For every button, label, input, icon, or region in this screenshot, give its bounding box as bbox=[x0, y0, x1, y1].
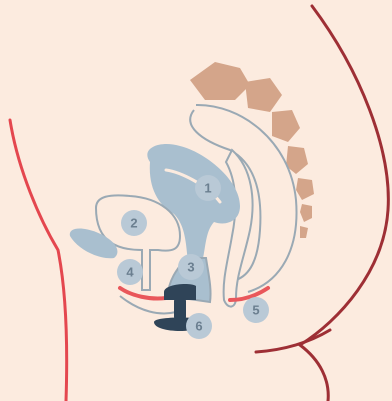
marker-6: 6 bbox=[186, 313, 212, 339]
device-stem bbox=[174, 298, 186, 320]
marker-1: 1 bbox=[195, 175, 221, 201]
marker-2: 2 bbox=[121, 210, 147, 236]
marker-5: 5 bbox=[243, 297, 269, 323]
vertebra-3 bbox=[272, 110, 300, 142]
back-body-outline bbox=[300, 6, 388, 401]
marker-5-label: 5 bbox=[252, 303, 259, 318]
rectum bbox=[224, 150, 253, 307]
marker-4: 4 bbox=[117, 259, 143, 285]
marker-3-label: 3 bbox=[187, 260, 194, 275]
marker-2-label: 2 bbox=[130, 216, 137, 231]
front-body-outline bbox=[10, 120, 67, 401]
vertebra-1 bbox=[190, 62, 250, 100]
marker-4-label: 4 bbox=[126, 265, 134, 280]
marker-3: 3 bbox=[178, 254, 204, 280]
vertebra-6 bbox=[300, 204, 312, 222]
vertebra-7 bbox=[300, 226, 308, 238]
vertebra-5 bbox=[296, 178, 314, 200]
vertebra-2 bbox=[245, 78, 282, 112]
marker-1-label: 1 bbox=[204, 181, 211, 196]
marker-6-label: 6 bbox=[195, 319, 202, 334]
